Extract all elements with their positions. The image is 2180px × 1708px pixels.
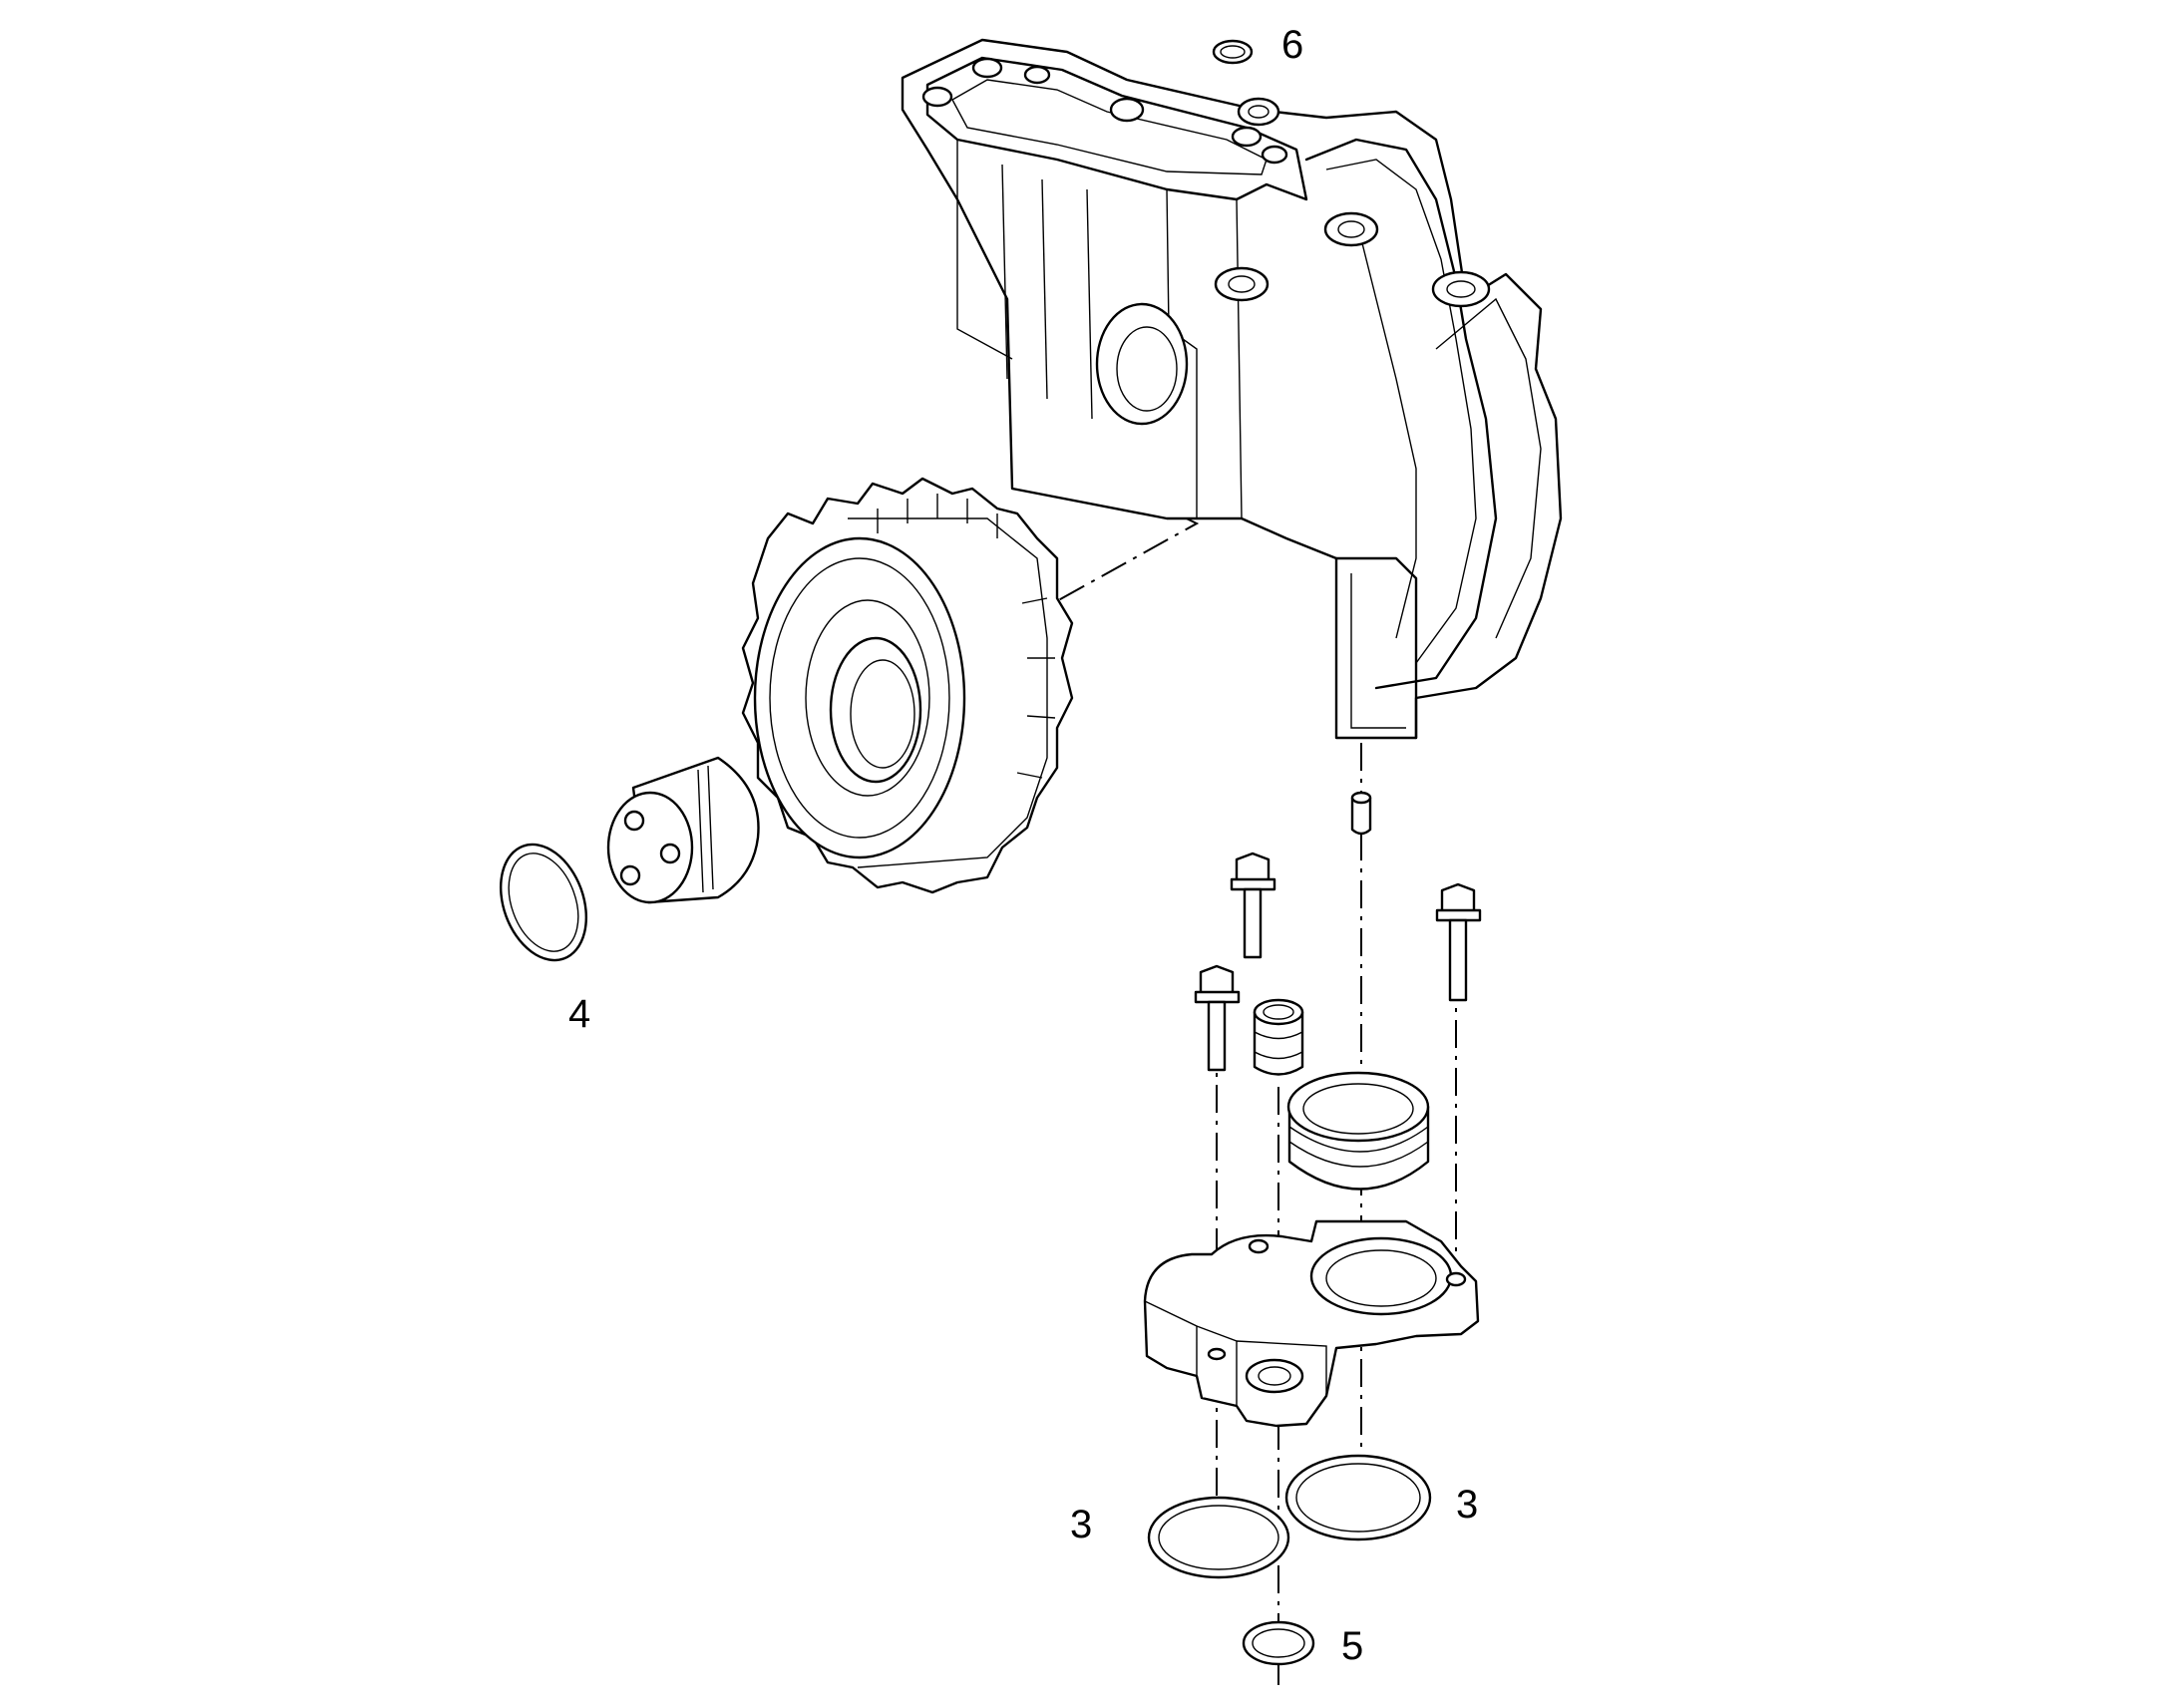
o-ring-4 [499, 843, 588, 962]
callout-4: 4 [568, 992, 590, 1036]
o-ring-5 [1242, 1620, 1315, 1666]
cover-plate [1143, 1219, 1480, 1428]
pump-housing [901, 38, 1563, 740]
o-ring-3-right [1284, 1454, 1432, 1541]
callout-3-right: 3 [1456, 1483, 1478, 1527]
seal-sleeve [1286, 1071, 1430, 1191]
idler-gear [741, 477, 1074, 894]
dowel-pin [1350, 791, 1372, 836]
o-ring-6 [1212, 39, 1254, 65]
o-ring-3-left [1147, 1496, 1290, 1579]
callout-5: 5 [1341, 1624, 1363, 1668]
callout-6: 6 [1281, 23, 1303, 67]
gear-shaft [606, 756, 760, 904]
bolt-upper-left [1230, 852, 1276, 959]
bolt-upper-right [1435, 882, 1482, 1002]
callout-3-left: 3 [1070, 1503, 1092, 1546]
sleeve [1253, 998, 1304, 1076]
bolt-lower-left [1194, 964, 1241, 1072]
